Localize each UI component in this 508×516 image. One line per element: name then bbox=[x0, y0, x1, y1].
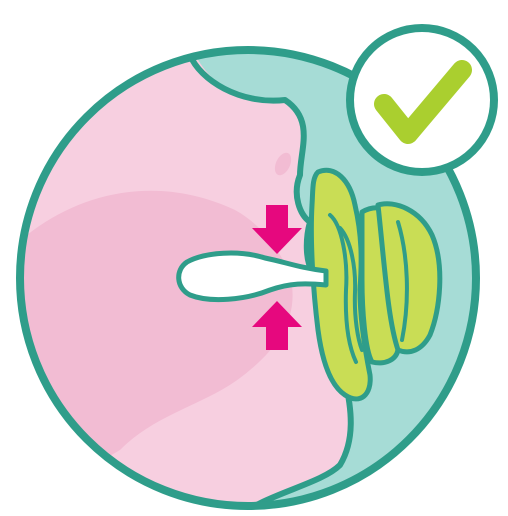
checkmark-badge bbox=[350, 28, 494, 172]
